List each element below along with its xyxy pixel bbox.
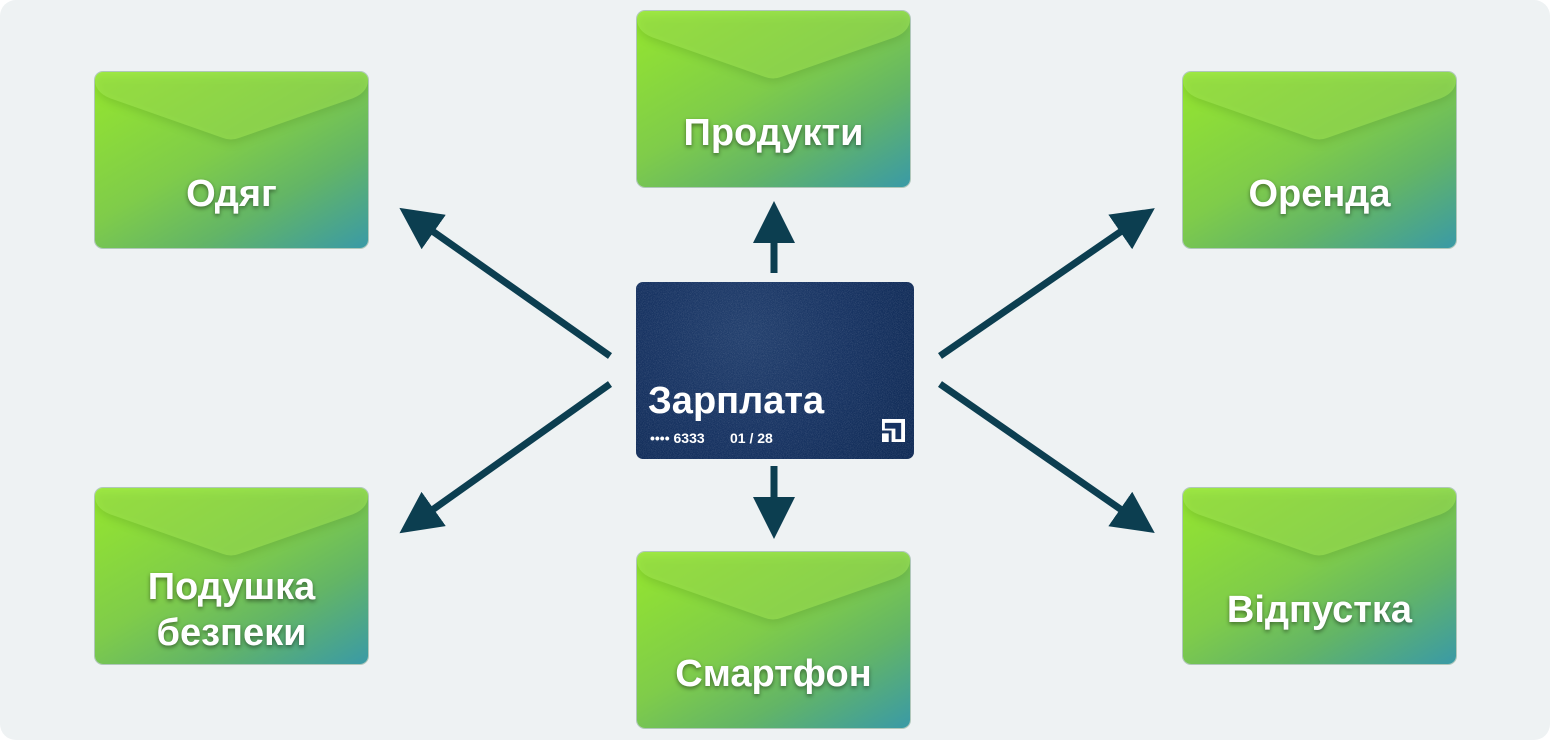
envelope-flap-icon bbox=[95, 488, 368, 556]
card-title: Зарплата bbox=[648, 380, 825, 422]
envelope-orenda[interactable]: Оренда bbox=[1183, 72, 1456, 248]
arrow-to-podushka bbox=[399, 381, 613, 534]
card-texture bbox=[636, 282, 914, 459]
envelope-vidpustka[interactable]: Відпустка bbox=[1183, 488, 1456, 664]
card-number: •••• 6333 bbox=[650, 430, 705, 446]
envelope-label: Смартфон bbox=[675, 653, 872, 696]
envelope-produkty[interactable]: Продукти bbox=[637, 11, 910, 187]
envelope-flap-icon bbox=[1183, 488, 1456, 556]
envelope-label: Одяг bbox=[186, 173, 277, 216]
envelope-flap-icon bbox=[637, 552, 910, 620]
envelope-smartfon[interactable]: Смартфон bbox=[637, 552, 910, 728]
envelope-flap-icon bbox=[1183, 72, 1456, 140]
arrow-to-vidpustka bbox=[938, 381, 1155, 533]
envelope-podushka-bezpeky[interactable]: Подушка безпеки bbox=[95, 488, 368, 664]
arrow-to-odyag bbox=[399, 207, 613, 359]
envelope-odyag[interactable]: Одяг bbox=[95, 72, 368, 248]
arrow-to-orenda bbox=[938, 208, 1155, 359]
envelope-label: Відпустка bbox=[1226, 589, 1413, 632]
bank-logo-icon bbox=[882, 419, 905, 442]
envelope-label: Подушка безпеки bbox=[147, 566, 316, 654]
salary-card[interactable]: Зарплата •••• 6333 01 / 28 bbox=[636, 282, 914, 459]
card-expiry: 01 / 28 bbox=[730, 430, 773, 446]
envelope-flap-icon bbox=[95, 72, 368, 140]
envelope-label: Продукти bbox=[683, 112, 864, 155]
envelope-label: Оренда bbox=[1248, 173, 1391, 216]
envelope-flap-icon bbox=[637, 11, 910, 79]
